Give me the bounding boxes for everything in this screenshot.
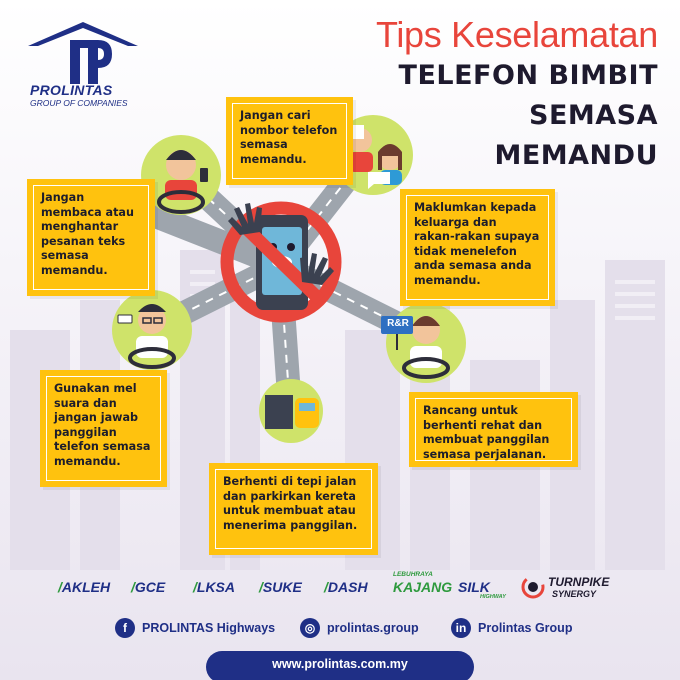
title-line-2: SEMASA [529,100,658,131]
instagram-icon: ◎ [300,618,320,638]
parked-car [259,379,323,443]
person-rest-stop [381,303,466,383]
tip-box-no-texting: Jangan membaca atau menghantar pesanan t… [27,179,155,296]
silk-sub-label: HIGHWAY [480,594,506,600]
social-linkedin[interactable]: in Prolintas Group [451,618,572,638]
brand-dash: /DASH [324,579,368,595]
brand-lksa: /LKSA [193,579,236,595]
brand-suke-text: SUKE [262,579,302,595]
title-line-1: TELEFON BIMBIT [398,60,658,91]
logo-subtitle: GROUP OF COMPANIES [30,98,128,108]
tip-text: Jangan membaca atau menghantar pesanan t… [41,191,134,277]
kajang-top-label: LEBUHRAYA [393,571,433,578]
brand-suke: /SUKE [259,579,302,595]
brand-gce-text: GCE [134,579,166,595]
person-callers [333,115,413,195]
brand-lksa-text: LKSA [196,579,236,595]
brand-silk: SILK [458,579,490,595]
brand-dash-text: DASH [327,579,368,595]
tip-text: Maklumkan kepada keluarga dan rakan-raka… [414,201,540,287]
title-script: Tips Keselamatan [375,14,658,55]
prolintas-logo-icon [28,22,138,84]
facebook-handle: PROLINTAS Highways [142,621,276,635]
tip-text: Berhenti di tepi jalan dan parkirkan ker… [223,475,358,532]
person-driver-top [141,135,221,215]
social-instagram[interactable]: ◎ prolintas.group [300,618,419,638]
title-line-3: MEMANDU [494,140,658,171]
brand-akleh-text: AKLEH [61,579,111,595]
tip-text: Gunakan mel suara dan jangan jawab pangg… [54,382,151,468]
brand-kajang: KAJANG [393,579,453,595]
tip-text: Jangan cari nombor telefon semasa memand… [240,109,338,166]
instagram-handle: prolintas.group [327,621,419,635]
logo-name: PROLINTAS [30,82,113,98]
social-facebook[interactable]: f PROLINTAS Highways [115,618,275,638]
no-phone-icon [220,201,342,323]
turnpike-logo-icon [521,575,545,599]
brand-akleh: /AKLEH [58,579,111,595]
person-voicemail [112,290,192,370]
brand-gce: /GCE [131,579,166,595]
linkedin-icon: in [451,618,471,638]
website-link[interactable]: www.prolintas.com.my [206,651,474,680]
tip-box-search-number: Jangan cari nombor telefon semasa memand… [226,97,353,185]
tip-box-voicemail: Gunakan mel suara dan jangan jawab pangg… [40,370,167,487]
rr-sign-label: R&R [387,318,409,329]
brand-turnpike: TURNPIKE [548,575,610,589]
facebook-icon: f [115,618,135,638]
tip-text: Rancang untuk berhenti rehat dan membuat… [423,404,550,461]
tip-box-inform-family: Maklumkan kepada keluarga dan rakan-raka… [400,189,555,306]
linkedin-handle: Prolintas Group [478,621,573,635]
brand-synergy: SYNERGY [552,589,597,599]
tip-box-pull-over: Berhenti di tepi jalan dan parkirkan ker… [209,463,378,555]
tip-box-plan-stop: Rancang untuk berhenti rehat dan membuat… [409,392,578,467]
